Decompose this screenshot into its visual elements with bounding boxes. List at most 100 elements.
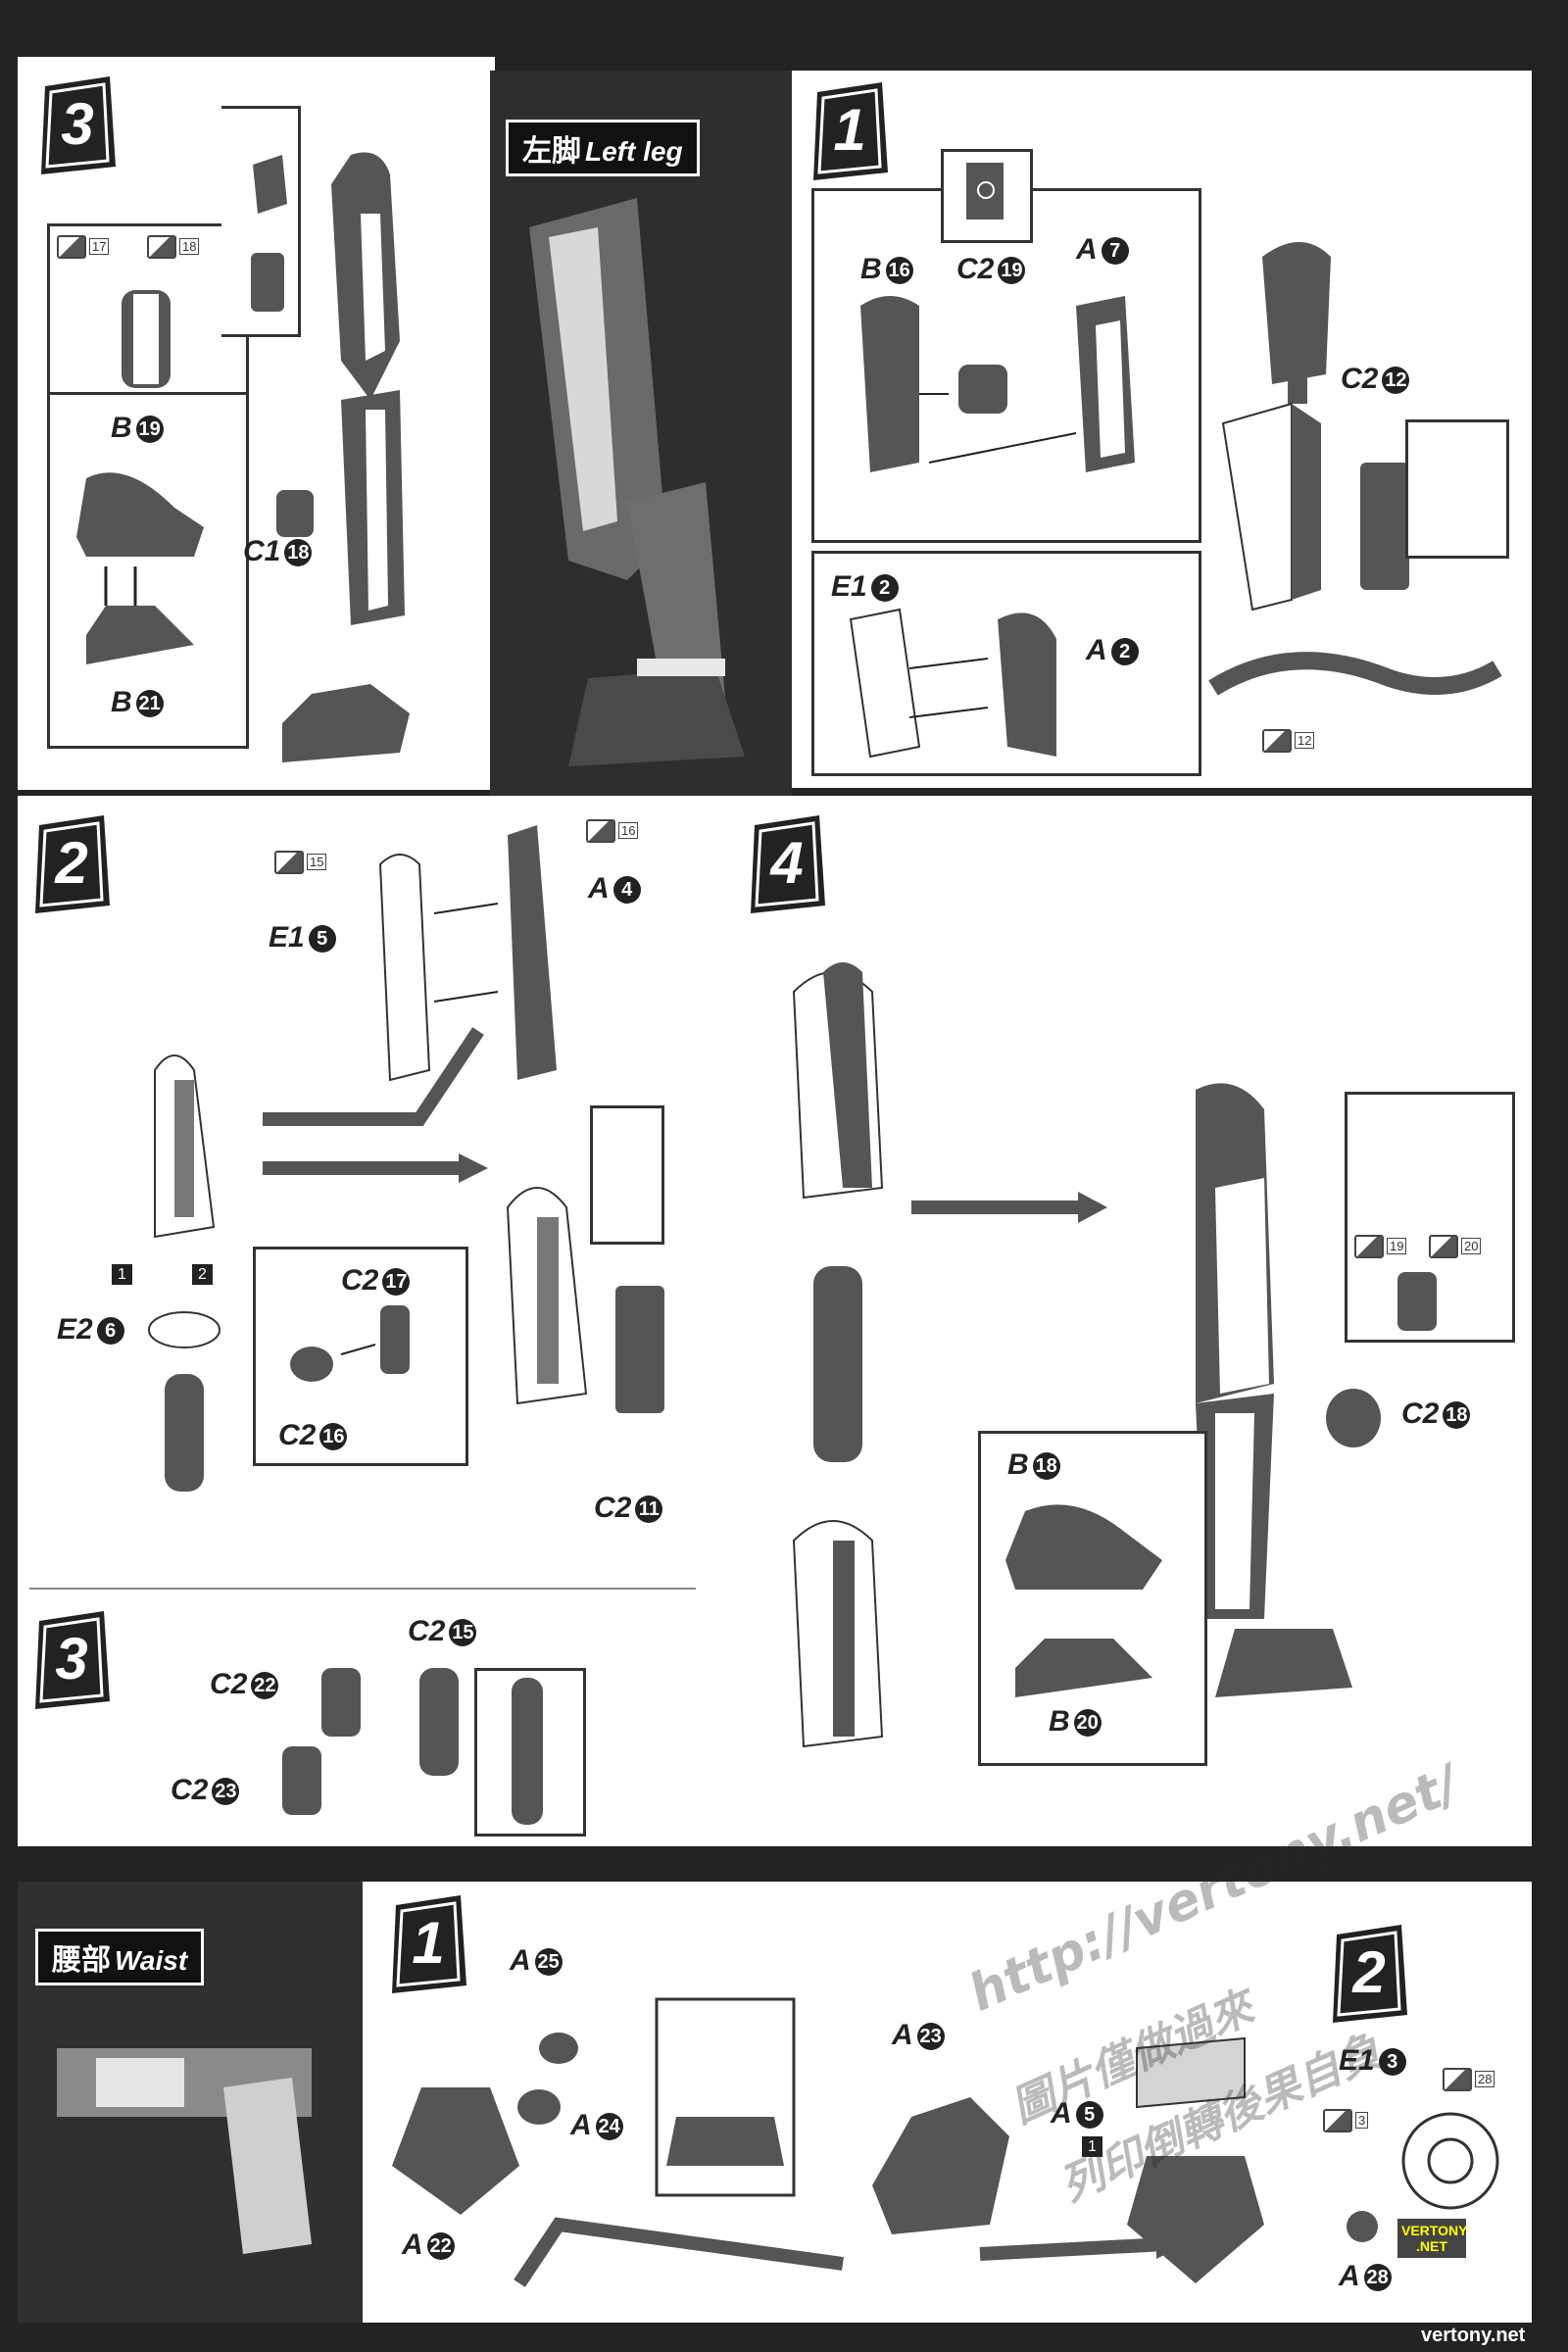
sticker-tag-15: 15: [274, 851, 327, 874]
ring-part-icon: [148, 1311, 220, 1348]
knee-parts-illustration: [282, 1668, 459, 1815]
step-number-1-waist: 1: [388, 1895, 468, 1993]
step-number-text: 3: [61, 91, 94, 157]
waist-parts-illustration: [392, 1997, 1264, 2287]
side-view-part: [251, 155, 287, 312]
assembled-leg-illustration: [1196, 1083, 1352, 1697]
sticker-part-illustration: [122, 290, 171, 388]
ankle-subassembly-box: [253, 1247, 468, 1466]
step-badge-icon: [35, 1611, 110, 1709]
step-badge-icon: [35, 815, 110, 913]
step-number-text: 1: [412, 1910, 445, 1976]
step-number-text: 3: [55, 1626, 88, 1691]
step-badge-icon: [751, 815, 825, 913]
sticker-c2-12-box: [1405, 419, 1509, 559]
step-badge-icon: [392, 1895, 466, 1993]
cut-icon: [1323, 2109, 1352, 2132]
sticker-tag-17: 17: [57, 235, 110, 259]
shin-assembled-illustration: [506, 1187, 664, 1413]
sticker-tag-16: 16: [586, 819, 639, 843]
ankle-parts-illustration: [290, 1305, 410, 1382]
part-C1-18-illustration: [276, 490, 314, 537]
sticker-tag-28: 28: [1443, 2068, 1495, 2091]
step-number-text: 4: [770, 830, 804, 896]
step-number-1: 1: [809, 82, 890, 180]
shoe-parts-illustration: [76, 472, 204, 664]
buckle-part-illustration: [1401, 2112, 1499, 2210]
shin-parts-illustration: [849, 608, 1056, 759]
order-marker-1: 1: [112, 1264, 132, 1285]
step-number-2-waist: 2: [1329, 1925, 1409, 2023]
cut-icon: [57, 235, 86, 259]
cut-icon: [1262, 729, 1292, 753]
exploded-leg-illustration: [792, 962, 884, 1748]
step-number-4: 4: [747, 815, 827, 913]
step-number-text: 2: [55, 830, 88, 896]
step-badge-icon: [1333, 1925, 1407, 2023]
part-c2-18-illustration: [1326, 1389, 1381, 1447]
cut-icon: [1443, 2068, 1472, 2091]
left-leg-assembly-illustration: [282, 152, 577, 762]
ankle-joint-illustration: [165, 1374, 204, 1492]
step-number-text: 2: [1352, 1939, 1386, 2005]
order-marker-1-waist: 1: [1082, 2136, 1102, 2157]
order-marker-2: 2: [192, 1264, 213, 1285]
step-number-2: 2: [31, 815, 112, 913]
sticker-c2-18-illustration: [1397, 1272, 1437, 1331]
step-badge-icon: [41, 76, 116, 174]
leg-cover-illustration: [1208, 402, 1502, 696]
cut-icon: [586, 819, 615, 843]
sticker-tag-19: 19: [1354, 1235, 1407, 1258]
part-a28-illustration: [1347, 2211, 1378, 2242]
step-number-3-mid: 3: [31, 1611, 112, 1709]
sticker-tag-20: 20: [1429, 1235, 1482, 1258]
side-view-box: [221, 106, 301, 337]
shin-core-illustration: [154, 1054, 216, 1239]
flow-arrows-icon: [263, 1027, 488, 1183]
thigh-parts-illustration: [860, 296, 1135, 472]
cut-icon: [1354, 1235, 1384, 1258]
sticker-tag-3: 3: [1323, 2109, 1369, 2132]
knee-detail-illustration: [512, 1678, 543, 1825]
leg-photo-illustration: [490, 71, 792, 796]
shoe-parts-b18-b20-illustration: [1005, 1504, 1162, 1697]
sticker-tag-12: 12: [1262, 729, 1315, 753]
thigh-assembled-illustration: [1262, 242, 1331, 404]
cut-icon: [274, 851, 304, 874]
footer-url: vertony.net: [1421, 2325, 1526, 2346]
vertony-logo: VERTONY .NET: [1397, 2219, 1467, 2258]
shoe-assembly-box: [47, 392, 249, 749]
cut-icon: [147, 235, 176, 259]
